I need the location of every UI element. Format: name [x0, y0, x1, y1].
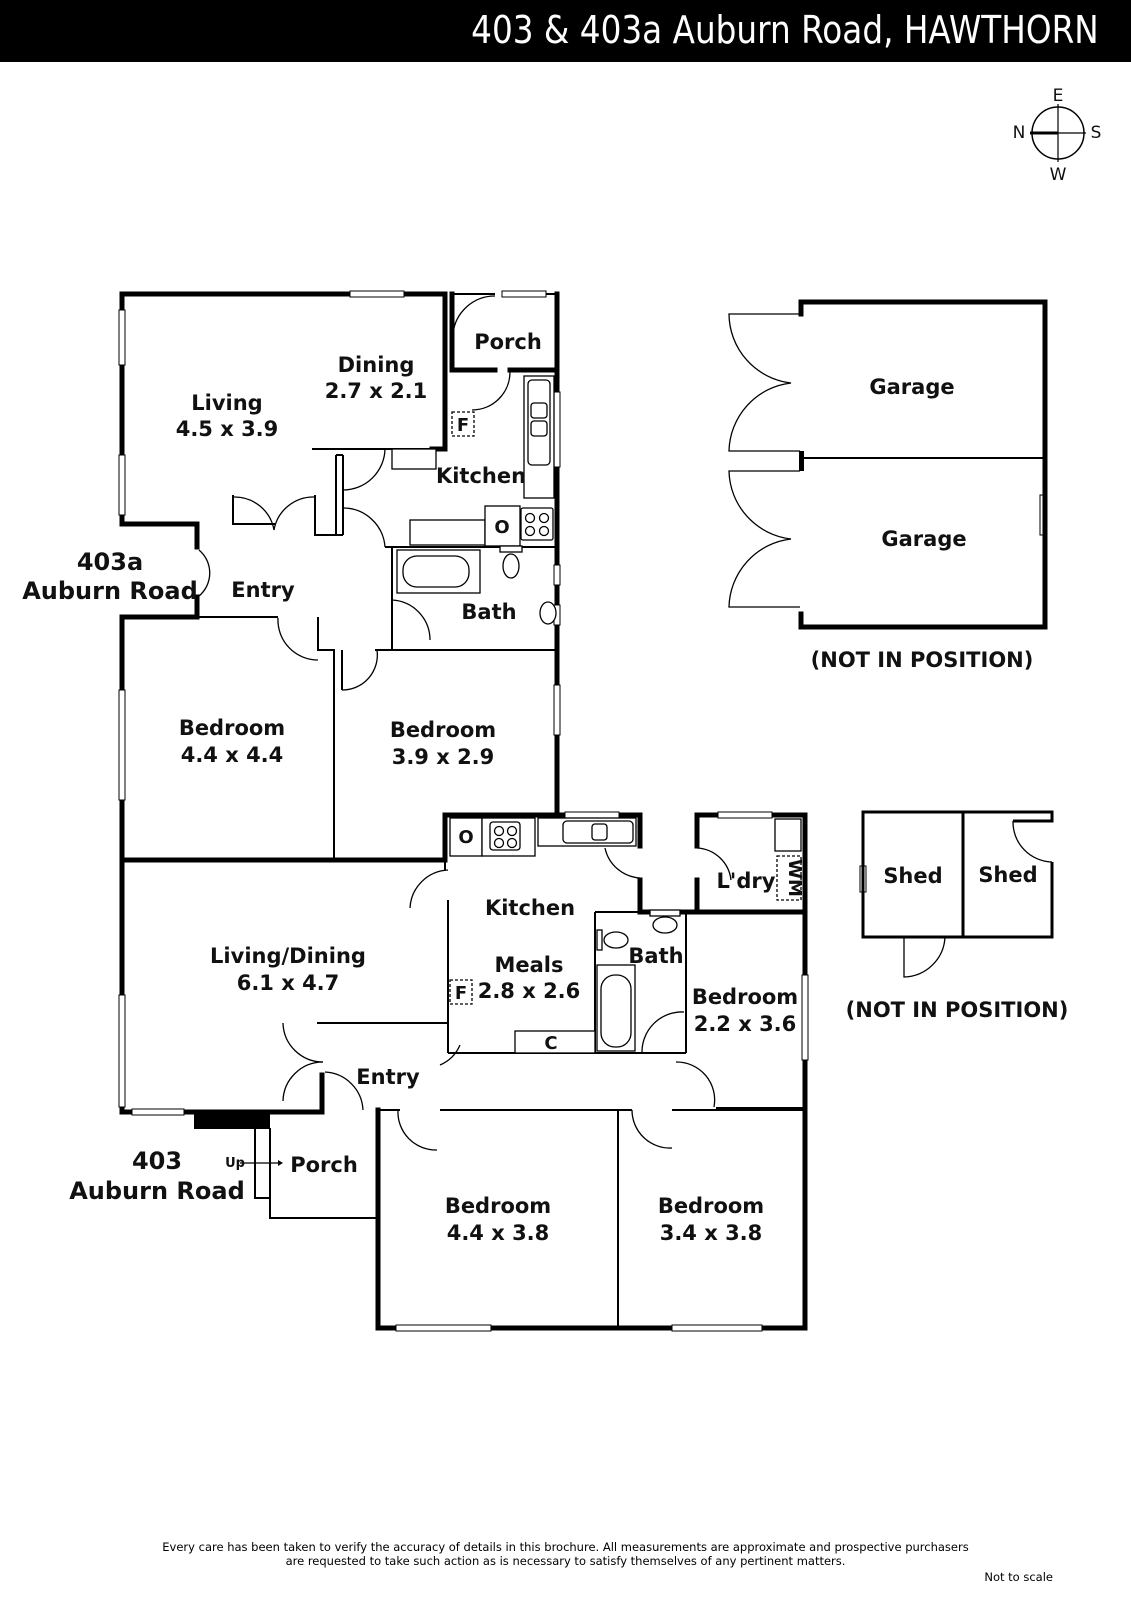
room-porch-name: Porch: [290, 1153, 358, 1177]
garage-1-label: Garage: [869, 375, 954, 399]
room-meals-name: Meals: [494, 953, 563, 977]
sheds: Shed Shed (NOT IN POSITION): [846, 810, 1069, 1022]
fridge-label: F: [455, 983, 467, 1004]
basin-icon: [539, 601, 557, 625]
room-living-name: Living: [191, 391, 262, 415]
fridge-icon: [449, 979, 473, 1005]
room-bedroom-5-name: Bedroom: [658, 1194, 764, 1218]
room-laundry-name: L'dry: [717, 869, 776, 893]
cupboard-label: C: [544, 1033, 557, 1054]
room-living-dining-size: 6.1 x 4.7: [237, 971, 340, 995]
compass-east-label: E: [1053, 86, 1064, 106]
doors-403: [282, 847, 732, 1151]
room-living-dining-name: Living/Dining: [210, 944, 366, 968]
address-403a-line2: Auburn Road: [22, 577, 198, 605]
basin-icon: [603, 931, 629, 949]
garage-2-label: Garage: [881, 527, 966, 551]
room-bedroom-3-name: Bedroom: [692, 985, 798, 1009]
page-title: 403 & 403a Auburn Road, HAWTHORN: [471, 8, 1099, 52]
room-bath-name: Bath: [461, 600, 516, 624]
room-bedroom-4-size: 4.4 x 3.8: [447, 1221, 550, 1245]
address-403-line1: 403: [132, 1147, 182, 1175]
room-meals-size: 2.8 x 2.6: [478, 979, 581, 1003]
fridge-label: F: [457, 415, 469, 436]
compass-south-label: S: [1091, 123, 1102, 143]
oven-icon: [449, 817, 483, 857]
toilet-icon: [652, 916, 678, 934]
room-entry-name: Entry: [231, 578, 295, 602]
oven-label: O: [458, 827, 473, 848]
room-bath-name: Bath: [628, 944, 683, 968]
room-kitchen-name: Kitchen: [485, 896, 575, 920]
disclaimer-line-1: Every care has been taken to verify the …: [162, 1540, 969, 1554]
shed-2-label: Shed: [978, 863, 1037, 887]
compass-north-label: N: [1013, 123, 1026, 143]
address-403-line2: Auburn Road: [69, 1177, 245, 1205]
room-living-size: 4.5 x 3.9: [176, 417, 279, 441]
cooktop-icon: [520, 507, 554, 541]
compass-icon: E N S W: [1013, 86, 1102, 185]
windows-403a: [118, 290, 561, 801]
header-bar: 403 & 403a Auburn Road, HAWTHORN: [0, 0, 1131, 62]
shed-1-label: Shed: [883, 864, 942, 888]
disclaimer: Every care has been taken to verify the …: [0, 1540, 1131, 1584]
washing-machine-label: WM: [784, 859, 805, 897]
garages: Garage Garage (NOT IN POSITION): [728, 299, 1048, 672]
fridge-icon: [451, 411, 475, 437]
room-porch-name: Porch: [474, 330, 542, 354]
room-dining-size: 2.7 x 2.1: [325, 379, 428, 403]
shed-not-in-position-note: (NOT IN POSITION): [846, 998, 1069, 1022]
disclaimer-line-2: are requested to take such action as is …: [285, 1554, 846, 1568]
room-bedroom-2-name: Bedroom: [390, 718, 496, 742]
room-bedroom-3-size: 2.2 x 3.6: [694, 1012, 797, 1036]
labels-403: Living/Dining 6.1 x 4.7 Kitchen Meals 2.…: [69, 869, 798, 1245]
room-bedroom-1-name: Bedroom: [179, 716, 285, 740]
compass-west-label: W: [1050, 165, 1067, 185]
room-kitchen-name: Kitchen: [436, 464, 526, 488]
room-bedroom-1-size: 4.4 x 4.4: [181, 743, 284, 767]
labels-403a: Living 4.5 x 3.9 Dining 2.7 x 2.1 Porch …: [22, 330, 542, 769]
fixtures-403a: F O: [391, 375, 557, 625]
stairs-label: Up: [225, 1156, 245, 1171]
washing-machine-icon: [776, 855, 802, 901]
fixtures-403: O F C WM Up: [225, 817, 805, 1171]
room-bedroom-5-size: 3.4 x 3.8: [660, 1221, 763, 1245]
scale-note: Not to scale: [984, 1570, 1053, 1584]
windows-403: [118, 494, 1047, 1332]
toilet-icon: [502, 553, 520, 579]
address-403a-line1: 403a: [77, 548, 143, 576]
doors-403a: [198, 295, 511, 691]
room-dining-name: Dining: [338, 353, 415, 377]
property-403a-walls: [119, 291, 560, 863]
room-entry-name: Entry: [356, 1065, 420, 1089]
cupboard-icon: [514, 1030, 596, 1054]
room-bedroom-4-name: Bedroom: [445, 1194, 551, 1218]
oven-label: O: [494, 517, 509, 538]
room-bedroom-2-size: 3.9 x 2.9: [392, 745, 495, 769]
oven-icon: [484, 505, 521, 547]
garage-not-in-position-note: (NOT IN POSITION): [811, 648, 1034, 672]
